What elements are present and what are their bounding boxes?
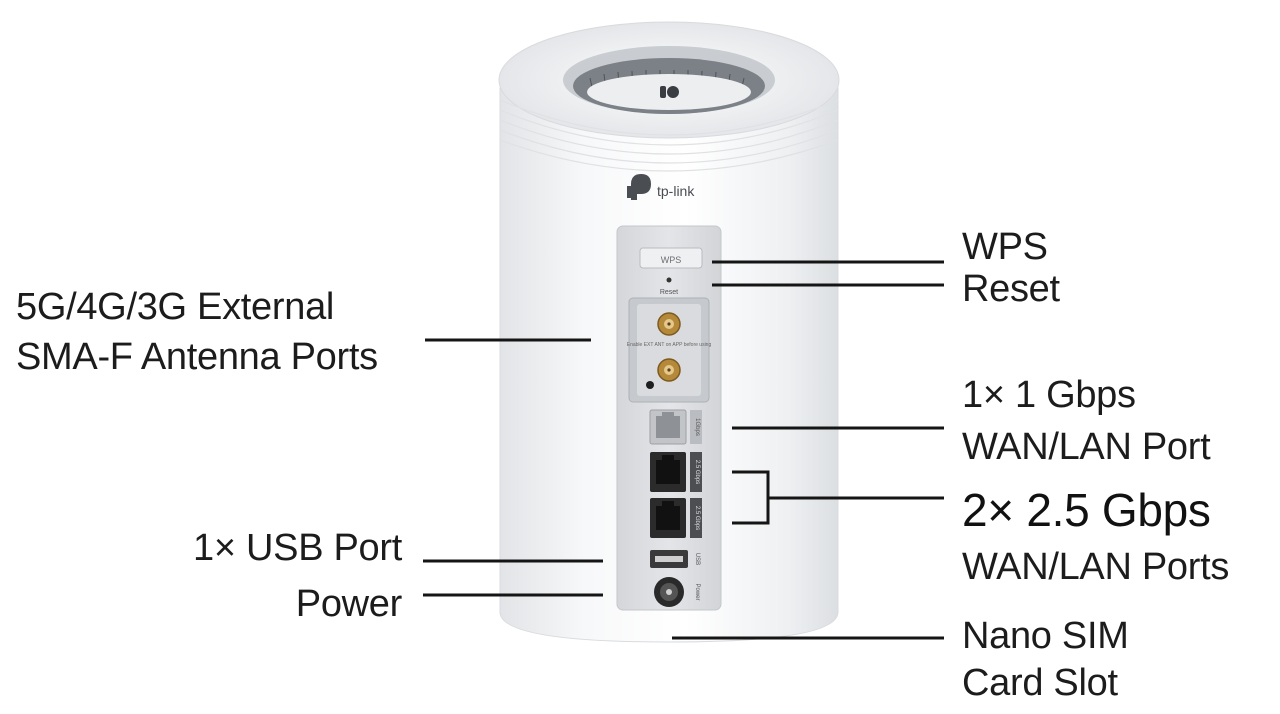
rear-panel: WPS Reset Enable EXT ANT on APP before u…	[616, 225, 722, 611]
callout-wan1g-line1: 1× 1 Gbps	[962, 374, 1136, 416]
callout-sim-line2: Card Slot	[962, 662, 1118, 704]
callout-sim-line1: Nano SIM	[962, 615, 1129, 657]
callout-wan1g-line2: WAN/LAN Port	[962, 426, 1211, 468]
callout-antenna-line2: SMA-F Antenna Ports	[16, 336, 378, 378]
brand-logo-icon	[627, 174, 651, 200]
power-jack-icon: Power	[654, 577, 700, 607]
power-jack-label: Power	[694, 583, 700, 600]
callout-usb: 1× USB Port	[193, 527, 402, 569]
brand-logo-text: tp-link	[657, 183, 695, 199]
antenna-note: Enable EXT ANT on APP before using	[627, 342, 712, 348]
port-1gbps-label: 1Gbps	[694, 418, 700, 436]
leader-lines	[423, 260, 944, 640]
callout-wan25g-line2: WAN/LAN Ports	[962, 546, 1230, 588]
reset-label: Reset	[660, 289, 678, 296]
callout-wan25g-line1: 2× 2.5 Gbps	[962, 484, 1211, 536]
antenna-connector-bottom-icon	[657, 358, 681, 382]
usb-port-label: USB	[694, 553, 700, 565]
port-25gbps-a: 2.5 Gbps	[650, 452, 702, 492]
top-logo-icon	[660, 86, 679, 98]
port-1gbps: 1Gbps	[649, 409, 702, 445]
port-25gbps-a-label: 2.5 Gbps	[694, 460, 700, 484]
callout-reset: Reset	[962, 268, 1060, 310]
port-25gbps-b: 2.5 Gbps	[650, 498, 702, 538]
wps-button-label: WPS	[661, 255, 682, 265]
sim-slot-eject-icon	[646, 381, 654, 389]
callout-antenna-line1: 5G/4G/3G External	[16, 286, 335, 328]
callout-wps: WPS	[962, 226, 1048, 268]
callout-power: Power	[295, 583, 403, 625]
usb-port: USB	[650, 550, 700, 568]
port-25gbps-b-label: 2.5 Gbps	[694, 506, 700, 530]
antenna-bay: Enable EXT ANT on APP before using	[627, 297, 712, 403]
antenna-connector-top-icon	[657, 312, 681, 336]
reset-pinhole-icon	[666, 277, 672, 283]
wps-button: WPS	[639, 247, 703, 269]
